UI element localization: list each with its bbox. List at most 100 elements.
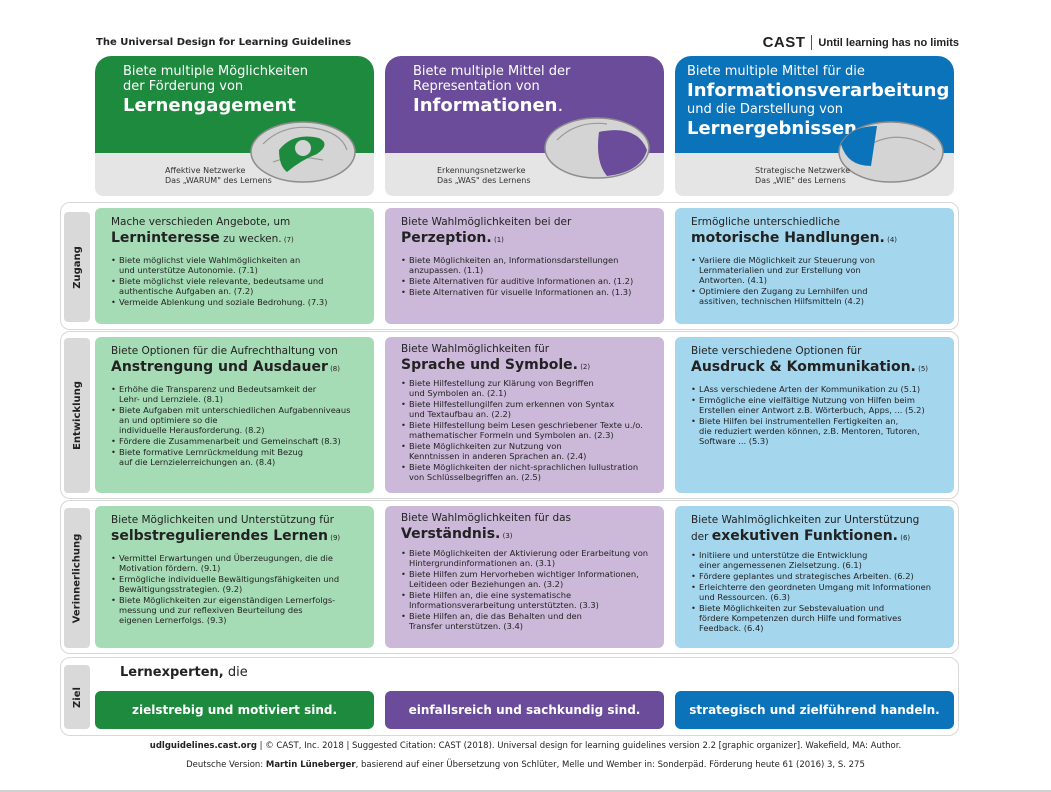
checkpoint-item: Biete Möglichkeiten der nicht-sprachlich… [401,462,654,482]
header-keyword: Informationen [413,95,558,116]
network-question: Das „WIE" des Lernens [755,176,846,185]
network-caption: Strategische Netzwerke Das „WIE" des Ler… [755,166,850,186]
guideline-card-1: Biete Wahlmöglichkeiten bei der Perzepti… [385,208,664,324]
footer-translation: Deutsche Version: Martin Lüneberger, bas… [0,760,1051,770]
checkpoint-item: Biete Aufgaben mit unterschiedlichen Auf… [111,405,364,435]
card-keyword-line: Perzeption. (1) [401,229,654,249]
goal-intro-bold: Lernexperten, [120,665,224,680]
card-keyword-prefix: der [691,531,712,543]
footer-site-link[interactable]: udlguidelines.cast.org [149,741,257,751]
checkpoint-item: Biete formative Lernrückmeldung mit Bezu… [111,447,364,467]
checkpoint-item: Biete Hilfestellung beim Lesen geschrieb… [401,420,654,440]
checkpoint-item: Erhöhe die Transparenz und Bedeutsamkeit… [111,384,364,404]
logo-word: CAST [762,34,806,51]
checkpoint-list: Vermittel Erwartungen und Überzeugungen,… [111,553,364,625]
cast-logo: CAST Until learning has no limits [763,34,959,51]
guideline-card-6: Biete Wahlmöglichkeiten zur Unterstützun… [675,506,954,648]
card-keyword-line: Verständnis. (3) [401,525,654,545]
header-line1: Biete multiple Möglichkeiten [123,64,309,79]
row-label-ziel: Ziel [64,665,90,729]
row-label-text: Entwicklung [71,381,83,450]
card-number: (5) [915,365,929,373]
checkpoint-item: Biete Hilfen zum Hervorheben wichtiger I… [401,569,654,589]
header-representation: Biete multiple Mittel der Representation… [385,56,664,196]
checkpoint-item: Fördere geplantes und strategisches Arbe… [691,571,944,581]
card-keyword-line: der exekutiven Funktionen. (6) [691,527,944,547]
checkpoint-item: Biete Hilfestellungilfen zum erkennen vo… [401,399,654,419]
checkpoint-item: Vermeide Ablenkung und soziale Bedrohung… [111,297,364,307]
row-label-verinnerlichung: Verinnerlichung [64,508,90,648]
card-intro: Ermögliche unterschiedliche [691,216,841,228]
header-line2: der Förderung von [123,79,244,94]
card-intro: Biete Optionen für die Aufrechthaltung v… [111,345,338,357]
brain-icon [544,117,650,179]
checkpoint-item: Biete Hilfen an, die das Behalten und de… [401,611,654,631]
card-keyword-line: Sprache und Symbole. (2) [401,356,654,376]
checkpoint-item: Biete Möglichkeiten zur Sebstevaluation … [691,603,944,633]
card-keyword-line: selbstregulierendes Lernen (9) [111,527,364,547]
guideline-card-7: Mache verschieden Angebote, um Lerninter… [95,208,374,324]
card-intro: Biete verschiedene Optionen für [691,345,862,357]
checkpoint-item: LAss verschiedene Arten der Kommunikatio… [691,384,944,394]
checkpoint-item: Biete Möglichkeiten an, Informationsdars… [401,255,654,275]
card-keyword: selbstregulierendes Lernen [111,528,328,544]
checkpoint-item: Initiiere und unterstütze die Entwicklun… [691,550,944,570]
footer-translation-prefix: Deutsche Version: [186,760,266,770]
card-intro: Biete Wahlmöglichkeiten für das [401,512,572,524]
network-caption: Affektive Netzwerke Das „WARUM" des Lern… [165,166,272,186]
header-keyword: Informationsverarbeitung [687,80,950,101]
network-caption: Erkennungsnetzwerke Das „WAS" des Lernen… [437,166,531,186]
checkpoint-item: Ermögliche eine vielfältige Nutzung von … [691,395,944,415]
row-label-entwicklung: Entwicklung [64,338,90,493]
header-line2: Representation von [413,79,540,94]
guideline-card-8: Biete Optionen für die Aufrechthaltung v… [95,337,374,493]
footer-citation-text: | © CAST, Inc. 2018 | Suggested Citation… [256,741,902,751]
card-number: (7) [281,236,294,244]
checkpoint-item: Biete Möglichkeiten zur eigenständigen L… [111,595,364,625]
row-label-text: Zugang [71,245,83,289]
card-keyword: Ausdruck & Kommunikation. [691,359,916,375]
logo-tagline: Until learning has no limits [818,36,959,49]
row-label-text: Verinnerlichung [71,533,83,623]
header-action-expression: Biete multiple Mittel für die Informatio… [675,56,954,196]
card-intro: Biete Möglichkeiten und Unterstützung fü… [111,514,334,526]
checkpoint-list: LAss verschiedene Arten der Kommunikatio… [691,384,944,446]
goal-pill-engagement: zielstrebig und motiviert sind. [95,691,374,729]
network-name: Strategische Netzwerke [755,166,851,175]
checkpoint-item: Biete Hilfen an, die eine systematische … [401,590,654,610]
page-title: The Universal Design for Learning Guidel… [96,37,352,48]
checkpoint-item: Biete Alternativen für auditive Informat… [401,276,654,286]
checkpoint-list: Biete Möglichkeiten an, Informationsdars… [401,255,654,297]
footer-citation: udlguidelines.cast.org | © CAST, Inc. 20… [0,741,1051,751]
bottom-divider [0,790,1051,792]
card-keyword: Perzeption. [401,230,492,246]
checkpoint-item: Ermögliche individuelle Bewältigungsfähi… [111,574,364,594]
checkpoint-item: Vermittel Erwartungen und Überzeugungen,… [111,553,364,573]
network-name: Affektive Netzwerke [165,166,246,175]
footer-translator: Martin Lüneberger [265,760,356,770]
checkpoint-item: Variiere die Möglichkeit zur Steuerung v… [691,255,944,285]
brain-icon [250,121,356,183]
guideline-card-2: Biete Wahlmöglichkeiten für Sprache und … [385,337,664,493]
card-intro: Mache verschieden Angebote, um [111,216,291,228]
network-question: Das „WARUM" des Lernens [165,176,272,185]
guideline-card-3: Biete Wahlmöglichkeiten für das Verständ… [385,506,664,648]
header-keyword-2: Lernergebnissen. [687,118,864,139]
checkpoint-item: Biete Möglichkeiten der Aktivierung oder… [401,548,654,568]
header-keyword: Lernengagement [123,95,296,116]
network-question: Das „WAS" des Lernens [437,176,531,185]
goal-pill-representation: einfallsreich und sachkundig sind. [385,691,664,729]
checkpoint-item: Biete möglichst viele Wahlmöglichkeiten … [111,255,364,275]
card-keyword-line: Lerninteresse zu wecken. (7) [111,229,364,249]
card-number: (6) [898,534,911,542]
card-number: (3) [500,532,513,540]
card-intro: Biete Wahlmöglichkeiten bei der [401,216,572,228]
goal-intro-rest: die [223,665,248,680]
goal-pill-action: strategisch und zielführend handeln. [675,691,954,729]
header-keyword-suffix: . [557,95,564,116]
network-name: Erkennungsnetzwerke [437,166,526,175]
header-engagement-banner: Biete multiple Möglichkeiten der Förderu… [95,56,374,153]
checkpoint-list: Initiiere und unterstütze die Entwicklun… [691,550,944,633]
logo-divider [811,35,813,50]
card-number: (1) [491,236,504,244]
